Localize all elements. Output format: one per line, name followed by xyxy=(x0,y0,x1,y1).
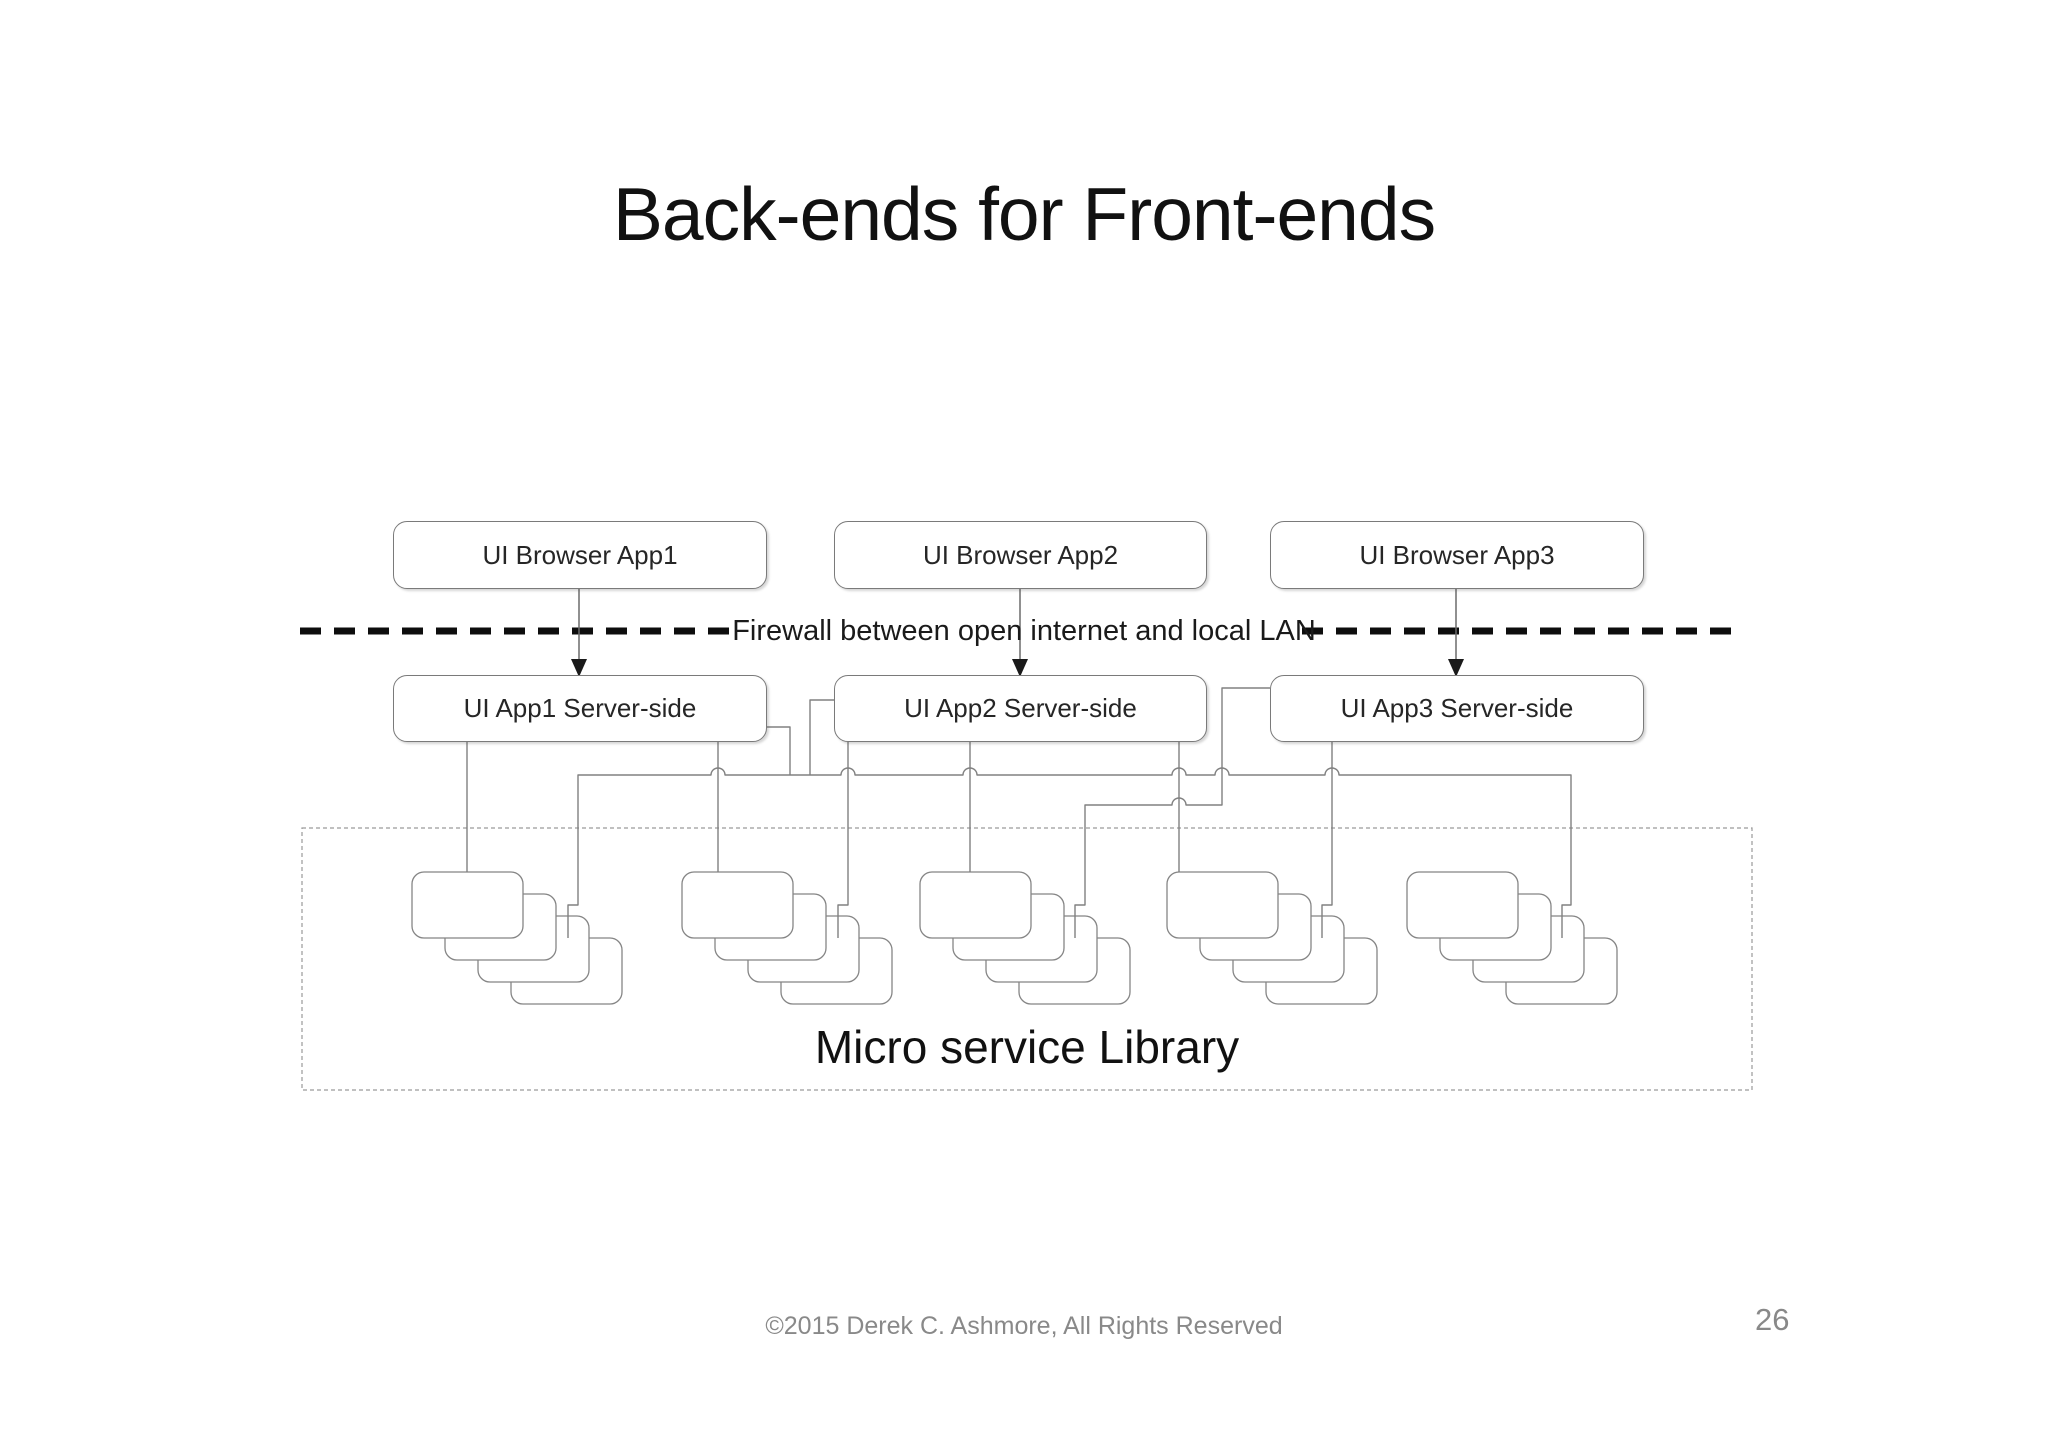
microservice-box xyxy=(985,915,1098,983)
browser-app3-label: UI Browser App3 xyxy=(1359,539,1555,570)
microservice-library-label: Micro service Library xyxy=(814,1021,1240,1073)
microservice-cluster-3 xyxy=(919,871,1131,1005)
microservice-box xyxy=(1232,915,1345,983)
server-app2-box: UI App2 Server-side xyxy=(834,675,1207,742)
server-app3-label: UI App3 Server-side xyxy=(1340,693,1574,723)
connector-line xyxy=(567,767,1572,938)
microservice-cluster-1 xyxy=(411,871,623,1005)
microservice-box xyxy=(714,893,827,961)
microservice-box xyxy=(1505,937,1618,1005)
browser-app1-box: UI Browser App1 xyxy=(393,521,767,589)
firewall-label: Firewall between open internet and local… xyxy=(732,615,1316,647)
microservice-box xyxy=(681,871,794,939)
microservice-box xyxy=(1406,871,1519,939)
microservice-box xyxy=(747,915,860,983)
server-app2-label: UI App2 Server-side xyxy=(904,693,1137,723)
microservice-box xyxy=(1472,915,1585,983)
microservice-box xyxy=(780,937,893,1005)
footer-copyright: ©2015 Derek C. Ashmore, All Rights Reser… xyxy=(765,1312,1283,1340)
browser-app3-box: UI Browser App3 xyxy=(1270,521,1644,589)
microservice-cluster-4 xyxy=(1166,871,1378,1005)
microservice-box xyxy=(510,937,623,1005)
microservice-box xyxy=(1439,893,1552,961)
server-app1-label: UI App1 Server-side xyxy=(463,693,697,723)
connector-line xyxy=(837,742,849,938)
page-title: Back-ends for Front-ends xyxy=(612,172,1436,256)
microservice-cluster-5 xyxy=(1406,871,1618,1005)
browser-app1-label: UI Browser App1 xyxy=(482,539,678,570)
microservice-box xyxy=(1199,893,1312,961)
browser-app2-box: UI Browser App2 xyxy=(834,521,1207,589)
microservice-box xyxy=(411,871,524,939)
microservice-cluster-2 xyxy=(681,871,893,1005)
page-number: 26 xyxy=(1755,1302,1790,1337)
microservice-box xyxy=(919,871,1032,939)
connector-line xyxy=(809,699,834,775)
connector-line xyxy=(765,726,791,775)
microservice-box xyxy=(444,893,557,961)
browser-app2-label: UI Browser App2 xyxy=(922,539,1119,570)
microservice-box xyxy=(1265,937,1378,1005)
connector-line xyxy=(1321,742,1333,938)
microservice-box xyxy=(477,915,590,983)
microservice-box xyxy=(1018,937,1131,1005)
server-app3-box: UI App3 Server-side xyxy=(1270,675,1644,742)
microservice-box xyxy=(1166,871,1279,939)
server-app1-box: UI App1 Server-side xyxy=(393,675,767,742)
microservice-box xyxy=(952,893,1065,961)
